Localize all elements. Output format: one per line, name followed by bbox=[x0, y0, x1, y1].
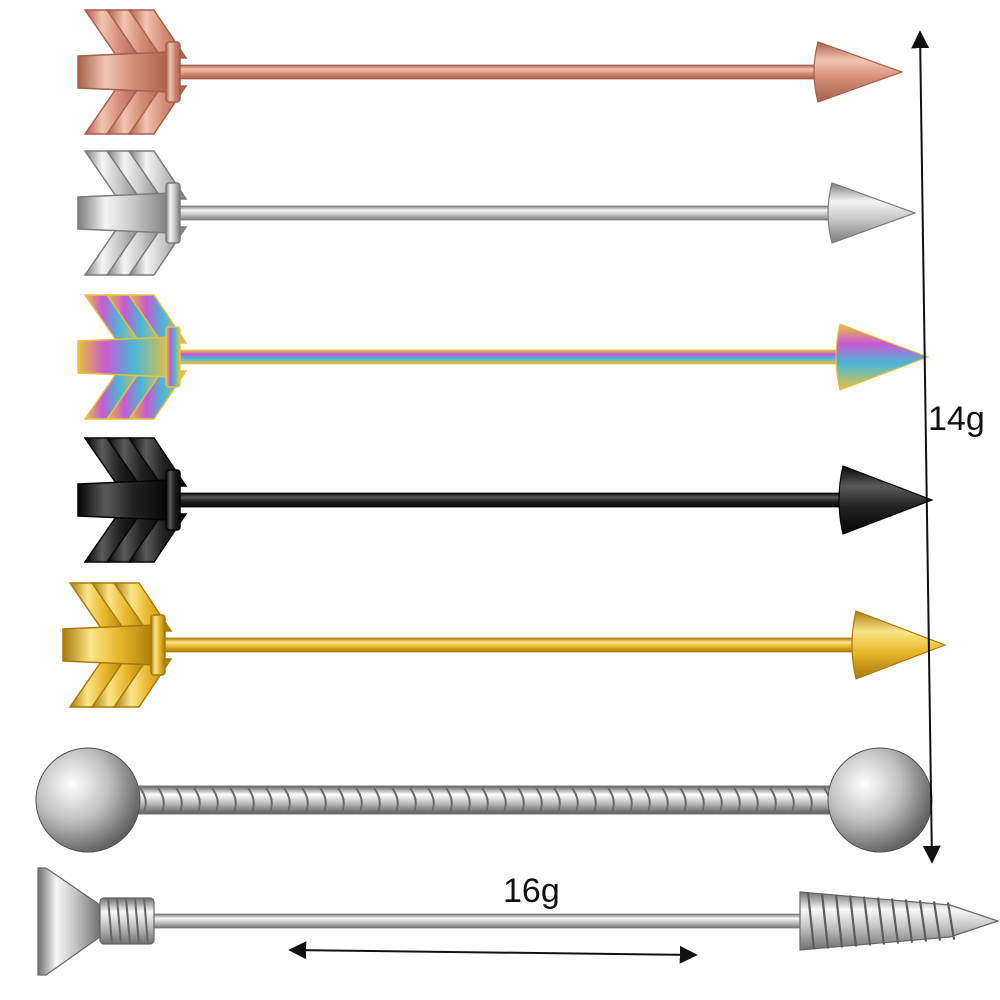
screw-threads bbox=[806, 892, 956, 950]
spike-end bbox=[851, 610, 947, 680]
spike-end bbox=[813, 41, 904, 103]
screw-rod bbox=[149, 913, 811, 929]
arrow-barbells bbox=[62, 9, 947, 708]
arrow-fletching bbox=[77, 150, 188, 276]
gauge-16g-label: 16g bbox=[503, 872, 560, 910]
barbell-rod bbox=[169, 349, 851, 365]
arrow-barbell-silver bbox=[77, 150, 917, 276]
arrow-fletching bbox=[77, 437, 188, 563]
arrow-fletching bbox=[77, 9, 188, 135]
length-14g-indicator bbox=[911, 30, 941, 864]
barbell-rod bbox=[159, 637, 866, 653]
barbell-rod bbox=[169, 205, 841, 221]
screw-end bbox=[799, 891, 1000, 951]
gauge-14g-label: 14g bbox=[928, 400, 985, 438]
barbell-rod bbox=[164, 492, 851, 508]
spike-end bbox=[838, 465, 934, 535]
twisted-barbell-ball-ends bbox=[35, 747, 933, 853]
other-barbells bbox=[35, 747, 1000, 976]
arrow-fletching bbox=[77, 294, 188, 420]
ball-end-right bbox=[827, 747, 933, 853]
arrow-barbell-gold bbox=[62, 582, 947, 708]
ball-end-left bbox=[35, 747, 141, 853]
arrow-barbell-black bbox=[77, 437, 934, 563]
screw-barbell bbox=[37, 867, 1000, 976]
arrow-barbell-rainbow bbox=[77, 294, 930, 420]
length-16g-indicator bbox=[288, 941, 698, 964]
spike-end bbox=[827, 182, 917, 244]
arrow-fletching bbox=[62, 582, 173, 708]
collar-threads bbox=[107, 897, 149, 945]
spike-end bbox=[835, 323, 930, 391]
flat-head-end bbox=[37, 867, 101, 976]
arrow-barbell-rose-gold bbox=[77, 9, 904, 135]
twisted-rod bbox=[129, 785, 851, 815]
barbell-rod bbox=[169, 64, 826, 80]
